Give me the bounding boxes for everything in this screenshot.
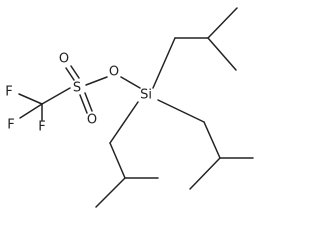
- bond-si-ch2-right: [157, 99, 205, 123]
- molecule-structure: F F F S O O O Si: [5, 7, 254, 208]
- bond-s-o-lower-b: [84, 92, 93, 112]
- bond-c-f-top: [18, 93, 43, 105]
- atom-silicon: Si: [140, 88, 152, 103]
- bond-ch-me1-right: [189, 157, 221, 190]
- atom-fluorine-bottom: F: [38, 120, 45, 135]
- bond-si-ch2-upper: [152, 37, 176, 89]
- bond-c-s: [41, 87, 71, 105]
- bond-si-ch2-left: [109, 101, 139, 144]
- bond-s-o-upper-b: [70, 65, 80, 79]
- atom-oxygen-lower: O: [87, 113, 97, 128]
- bond-ch-me2-upper: [207, 37, 237, 71]
- bond-s-o-lower-a: [79, 94, 88, 114]
- atom-oxygen-upper: O: [59, 52, 69, 67]
- atom-fluorine-left: F: [7, 118, 14, 133]
- bond-o-si: [120, 76, 141, 89]
- bond-ch2-ch-right: [203, 121, 221, 159]
- bond-s-o-bridge: [85, 76, 108, 86]
- bond-c-f-left: [19, 103, 43, 119]
- bond-s-o-upper-a: [65, 67, 75, 81]
- atom-fluorine-top: F: [5, 85, 12, 100]
- bond-ch-me1-left: [95, 177, 126, 208]
- bond-ch2-ch-left: [109, 142, 126, 179]
- bond-ch-me1-upper: [207, 7, 238, 39]
- atom-sulfur: S: [73, 81, 81, 96]
- atom-oxygen-bridge: O: [109, 65, 119, 80]
